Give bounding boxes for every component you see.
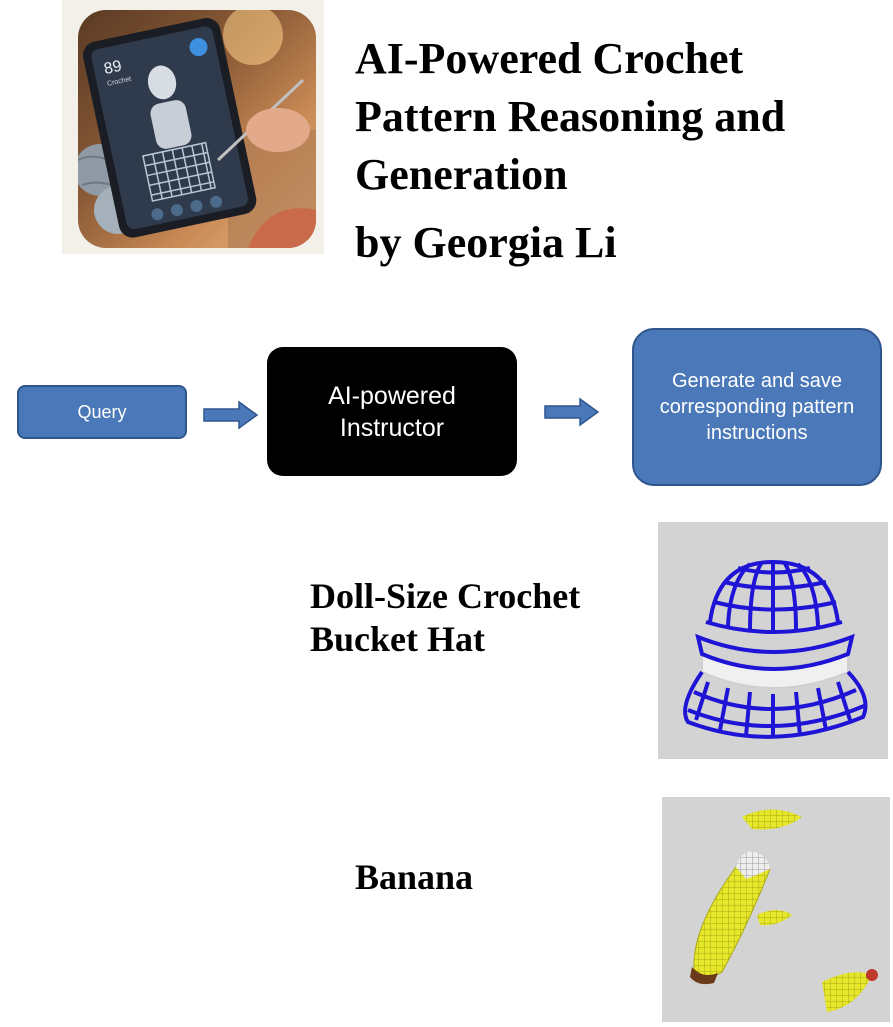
hero-illustration: 89 Crochet bbox=[78, 10, 316, 248]
query-box: Query bbox=[17, 385, 187, 439]
hat-render bbox=[658, 522, 888, 759]
page-title: AI-Powered Crochet Pattern Reasoning and… bbox=[355, 34, 786, 199]
generate-box: Generate and save corresponding pattern … bbox=[632, 328, 882, 486]
hero-tablet-caption: Crochet bbox=[107, 76, 132, 88]
arrow-icon bbox=[203, 400, 259, 430]
arrow-icon bbox=[544, 397, 600, 427]
example-label-banana: Banana bbox=[355, 857, 474, 897]
author-line: by Georgia Li bbox=[355, 218, 617, 267]
banana-render bbox=[662, 797, 890, 1022]
instructor-label: AI-powered Instructor bbox=[328, 381, 456, 442]
query-label: Query bbox=[77, 401, 127, 422]
hero-image: 89 Crochet bbox=[62, 0, 324, 254]
hero-tablet-number: 89 bbox=[102, 58, 123, 78]
instructor-box: AI-powered Instructor bbox=[267, 347, 517, 476]
generate-label: Generate and save corresponding pattern … bbox=[659, 370, 855, 444]
example-label-hat: Doll-Size Crochet Bucket Hat bbox=[310, 576, 581, 659]
